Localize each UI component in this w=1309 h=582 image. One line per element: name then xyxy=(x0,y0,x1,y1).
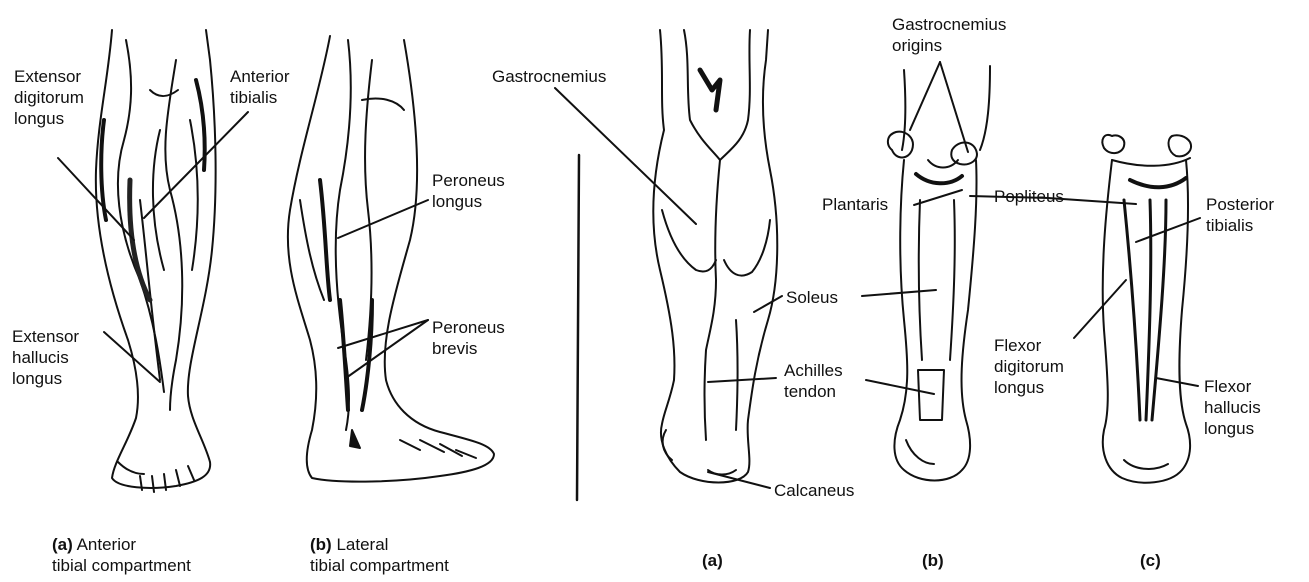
label-anterior-tibialis: Anterior tibialis xyxy=(230,66,290,108)
posterior-leg-b-drawing xyxy=(888,66,990,481)
posterior-leg-c-drawing xyxy=(1102,135,1191,483)
label-calcaneus: Calcaneus xyxy=(774,480,854,501)
caption-right-b-letter: (b) xyxy=(922,551,944,570)
caption-left-a-letter: (a) xyxy=(52,535,73,554)
caption-left-a: (a) Anterior tibial compartment xyxy=(52,534,191,576)
label-gastrocnemius-origins: Gastrocnemius origins xyxy=(892,14,1006,56)
label-peroneus-brevis: Peroneus brevis xyxy=(432,317,505,359)
label-flexor-hallucis-longus: Flexor hallucis longus xyxy=(1204,376,1261,439)
caption-right-c-letter: (c) xyxy=(1140,551,1161,570)
caption-right-a-letter: (a) xyxy=(702,551,723,570)
anterior-leg-drawing xyxy=(96,30,216,492)
caption-right-c: (c) xyxy=(1140,550,1161,571)
caption-left-b: (b) Lateral tibial compartment xyxy=(310,534,449,576)
label-achilles-tendon: Achilles tendon xyxy=(784,360,843,402)
label-flexor-digitorum-longus: Flexor digitorum longus xyxy=(994,335,1064,398)
divider-line xyxy=(577,155,579,500)
caption-right-a: (a) xyxy=(702,550,723,571)
lateral-leg-drawing xyxy=(288,36,494,482)
leader-lines xyxy=(58,62,1200,488)
posterior-leg-a-drawing xyxy=(653,30,777,483)
caption-left-b-text: Lateral tibial compartment xyxy=(310,535,449,575)
label-plantaris: Plantaris xyxy=(822,194,888,215)
label-soleus: Soleus xyxy=(786,287,838,308)
caption-left-b-letter: (b) xyxy=(310,535,332,554)
label-popliteus: Popliteus xyxy=(994,186,1064,207)
label-posterior-tibialis: Posterior tibialis xyxy=(1206,194,1274,236)
label-gastrocnemius: Gastrocnemius xyxy=(492,66,606,87)
caption-right-b: (b) xyxy=(922,550,944,571)
caption-left-a-text: Anterior tibial compartment xyxy=(52,535,191,575)
label-extensor-hallucis-longus: Extensor hallucis longus xyxy=(12,326,79,389)
label-peroneus-longus: Peroneus longus xyxy=(432,170,505,212)
label-extensor-digitorum-longus: Extensor digitorum longus xyxy=(14,66,84,129)
